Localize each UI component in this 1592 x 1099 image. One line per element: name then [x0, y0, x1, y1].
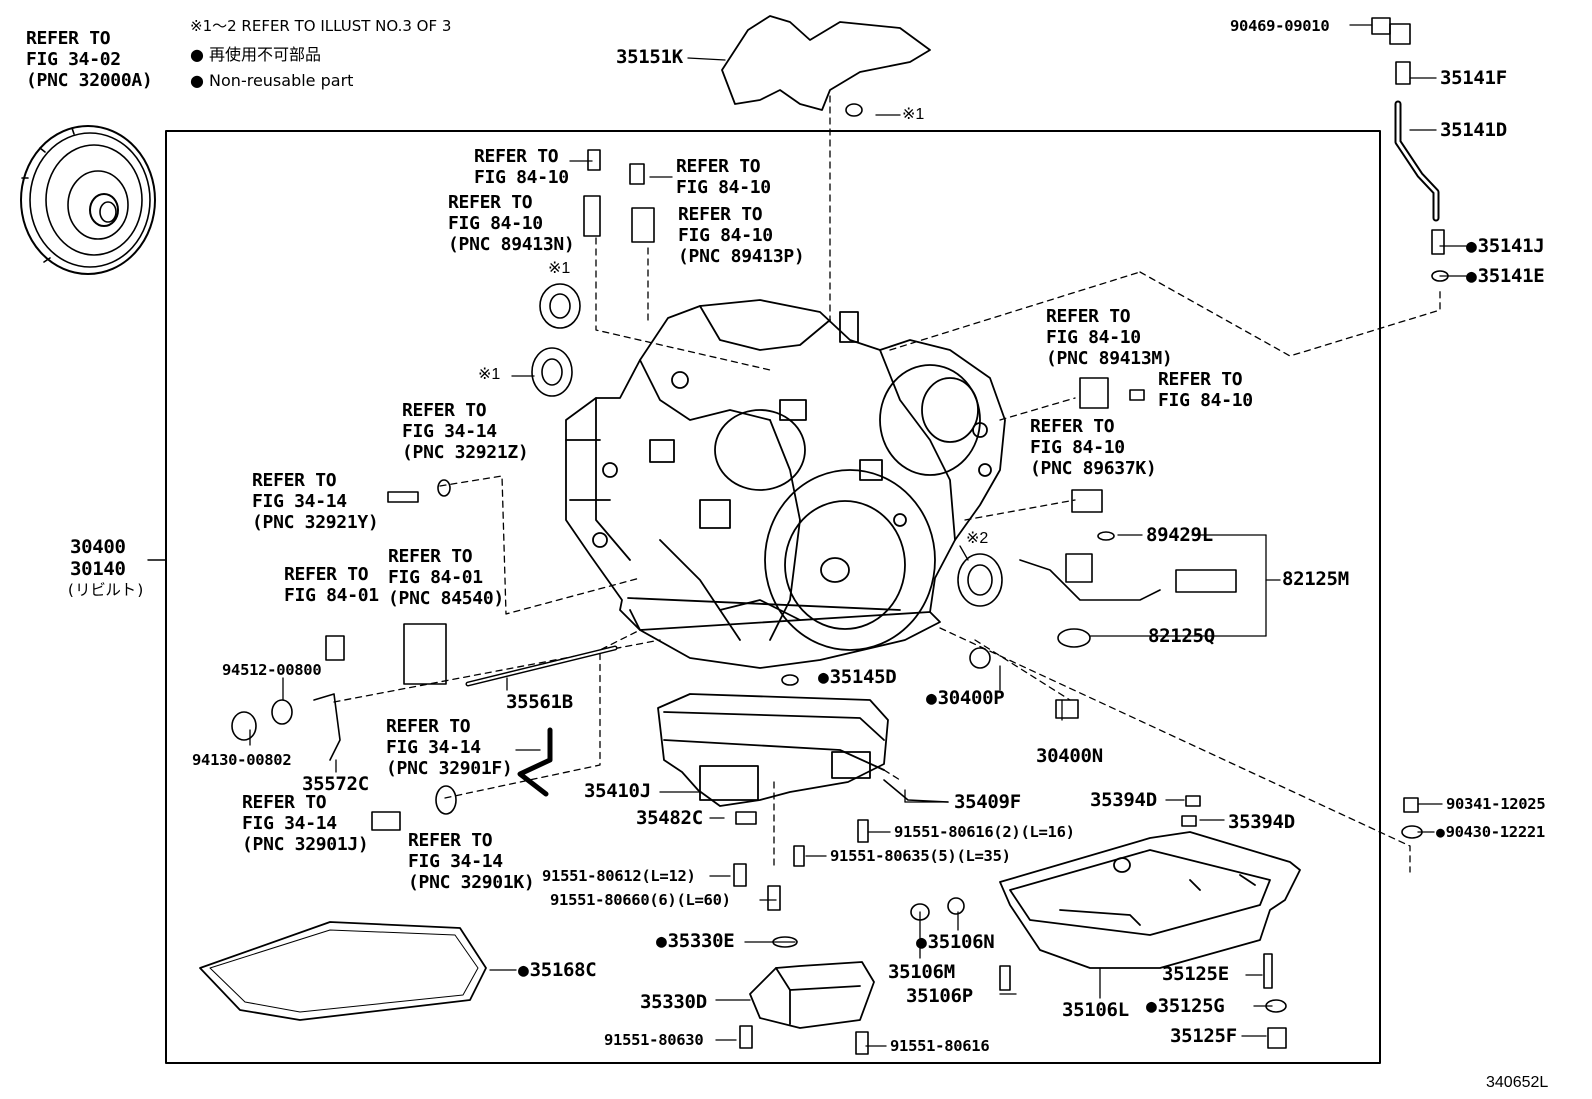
ref-bolt-m: REFER TO FIG 84-10	[1158, 369, 1253, 411]
part-35125e: 35125E	[1162, 963, 1229, 985]
mark-2-seal-right: ※2	[966, 530, 989, 547]
transaxle-case-drawing	[565, 299, 1006, 669]
ref-sensor-89413n: REFER TO FIG 84-10 (PNC 89413N)	[448, 192, 575, 255]
part-91551-80635: 91551-80635(5)(L=35)	[830, 847, 1011, 865]
part-30400: 30400	[70, 536, 126, 558]
part-rebuilt-note: (リビルト)	[66, 581, 145, 599]
ref-sensor-89413p: REFER TO FIG 84-10 (PNC 89413P)	[678, 204, 805, 267]
part-35125g: 35125G	[1146, 996, 1225, 1017]
valve-body-drawing	[657, 693, 889, 807]
filler-tube-drawing	[1394, 100, 1440, 222]
part-94130-00802: 94130-00802	[192, 751, 292, 769]
part-35572c: 35572C	[302, 773, 369, 795]
legend-note-refer: ※1～2 REFER TO ILLUST NO.3 OF 3	[190, 17, 452, 35]
part-35106l: 35106L	[1062, 999, 1129, 1021]
part-35409f: 35409F	[954, 791, 1021, 813]
part-82125q: 82125Q	[1148, 625, 1215, 647]
ref-sensor-89413m: REFER TO FIG 84-10 (PNC 89413M)	[1046, 306, 1173, 369]
part-35106p: 35106P	[906, 985, 973, 1007]
gasket-drawing	[199, 921, 487, 1021]
part-35141j: 35141J	[1466, 236, 1545, 257]
ref-sensor-top-bolt: REFER TO FIG 84-10	[474, 146, 569, 188]
part-30140: 30140	[70, 558, 126, 580]
ref-torque-converter: REFER TO FIG 34-02 (PNC 32000A)	[26, 28, 153, 91]
part-35151k: 35151K	[616, 46, 683, 68]
part-91551-80660: 91551-80660(6)(L=60)	[550, 891, 731, 909]
part-90430-12221: 90430-12221	[1436, 822, 1546, 843]
part-35330d: 35330D	[640, 991, 707, 1013]
part-35141e: 35141E	[1466, 266, 1545, 287]
leader-lines	[249, 24, 1467, 1047]
torque-converter-drawing	[20, 125, 156, 275]
legend-nonreusable-jp: ● 再使用不可部品	[190, 45, 322, 64]
part-35125f: 35125F	[1170, 1025, 1237, 1047]
part-30400n: 30400N	[1036, 745, 1103, 767]
oil-pan-drawing	[999, 831, 1301, 969]
part-35330e: 35330E	[656, 931, 735, 952]
part-35106m: 35106M	[888, 961, 955, 983]
ref-switch-84540: REFER TO FIG 84-01 (PNC 84540)	[388, 546, 504, 609]
part-35561b: 35561B	[506, 691, 573, 713]
ref-plug-32921y: REFER TO FIG 34-14 (PNC 32921Y)	[252, 470, 379, 533]
part-35482c: 35482C	[636, 807, 703, 829]
part-91551-80616-2: 91551-80616(2)(L=16)	[894, 823, 1075, 841]
part-35141f: 35141F	[1440, 67, 1507, 89]
part-35141d: 35141D	[1440, 119, 1507, 141]
part-90341-12025: 90341-12025	[1446, 795, 1546, 813]
mark-1-bolt-top: ※1	[902, 106, 925, 123]
part-35394d-b: 35394D	[1228, 811, 1295, 833]
illustration-id: 340652L	[1486, 1074, 1549, 1091]
part-91551-80616: 91551-80616	[890, 1037, 990, 1055]
ref-sensor-89637k: REFER TO FIG 84-10 (PNC 89637K)	[1030, 416, 1157, 479]
part-30400p: 30400P	[926, 688, 1005, 709]
mark-1-seal-lower: ※1	[478, 366, 501, 383]
oil-strainer-drawing	[749, 961, 875, 1029]
part-89429l: 89429L	[1146, 524, 1213, 546]
ref-plug-32901j: REFER TO FIG 34-14 (PNC 32901J)	[242, 792, 369, 855]
small-parts-drawing	[231, 17, 1449, 1055]
ref-seal-32901k: REFER TO FIG 34-14 (PNC 32901K)	[408, 830, 535, 893]
part-35168c: 35168C	[518, 960, 597, 981]
assembly-frame	[165, 130, 1381, 1064]
part-94512-00800: 94512-00800	[222, 661, 322, 679]
ref-bolt-84-01: REFER TO FIG 84-01	[284, 564, 379, 606]
part-91551-80630: 91551-80630	[604, 1031, 704, 1049]
dashed-leader-lines	[333, 95, 1441, 873]
part-35394d-a: 35394D	[1090, 789, 1157, 811]
part-35410j: 35410J	[584, 780, 651, 802]
part-90469-09010: 90469-09010	[1230, 17, 1330, 35]
part-91551-80612: 91551-80612(L=12)	[542, 867, 696, 885]
part-35106n: 35106N	[916, 932, 995, 953]
ref-bolt-right-top: REFER TO FIG 84-10	[676, 156, 771, 198]
part-35145d: 35145D	[818, 667, 897, 688]
part-82125m: 82125M	[1282, 568, 1349, 590]
ref-oring-32921z: REFER TO FIG 34-14 (PNC 32921Z)	[402, 400, 529, 463]
legend-nonreusable-en: ● Non-reusable part	[190, 71, 354, 90]
mark-1-seal-upper: ※1	[548, 260, 571, 277]
ref-pipe-32901f: REFER TO FIG 34-14 (PNC 32901F)	[386, 716, 513, 779]
bracket-35151k-drawing	[721, 15, 931, 111]
